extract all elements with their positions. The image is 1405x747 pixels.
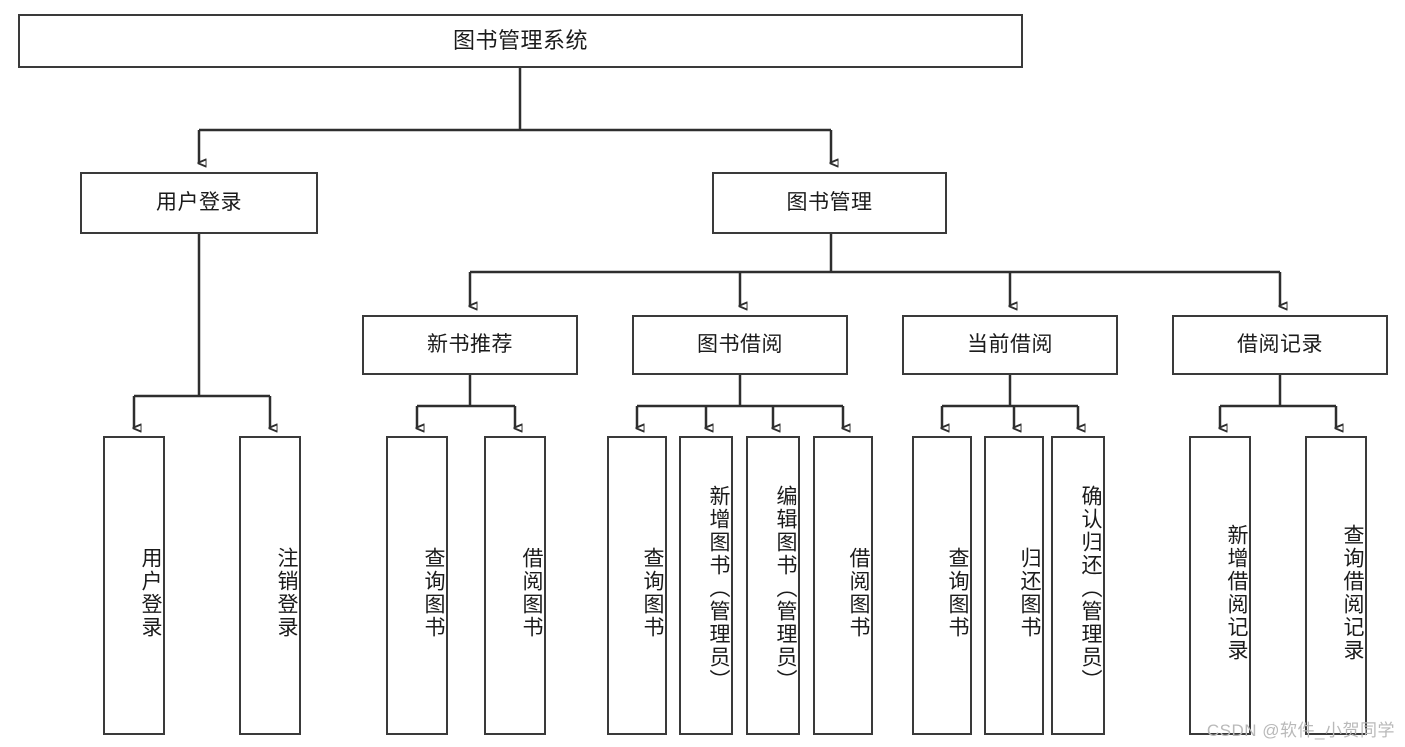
watermark: CSDN @软件_小贺同学 <box>1206 721 1395 740</box>
node-label: 借阅图书 <box>520 546 543 639</box>
node-label: 查询图书 <box>422 546 445 639</box>
node-leaf-query-book-cur[interactable]: 查询图书 <box>912 436 972 735</box>
node-current-borrow[interactable]: 当前借阅 <box>902 315 1118 375</box>
wire-borrowrecord-to-leaves <box>1220 375 1336 428</box>
node-label: 借阅记录 <box>1237 333 1323 357</box>
node-leaf-borrow-book-rec[interactable]: 借阅图书 <box>484 436 546 735</box>
node-leaf-add-book[interactable]: 新增图书（管理员） <box>679 436 733 735</box>
node-new-book-rec[interactable]: 新书推荐 <box>362 315 578 375</box>
node-label: 查询图书 <box>946 546 969 639</box>
node-label: 新增借阅记录 <box>1225 523 1248 662</box>
node-label: 编辑图书（管理员） <box>774 485 797 692</box>
node-label: 确认归还（管理员） <box>1079 485 1102 692</box>
wire-userlogin-to-leaves <box>134 234 270 428</box>
node-label: 当前借阅 <box>967 333 1053 357</box>
node-label: 查询借阅记录 <box>1341 523 1364 662</box>
node-book-borrow[interactable]: 图书借阅 <box>632 315 848 375</box>
node-label: 图书借阅 <box>697 333 783 357</box>
node-leaf-query-book-borrow[interactable]: 查询图书 <box>607 436 667 735</box>
node-leaf-query-record[interactable]: 查询借阅记录 <box>1305 436 1367 735</box>
node-leaf-borrow-book[interactable]: 借阅图书 <box>813 436 873 735</box>
node-label: 用户登录 <box>139 546 162 639</box>
wire-currentborrow-to-leaves <box>942 375 1078 428</box>
node-label: 图书管理 <box>786 191 873 215</box>
wire-newbookrec-to-leaves <box>417 375 515 428</box>
node-label: 用户登录 <box>156 191 242 215</box>
node-label: 新增图书（管理员） <box>707 485 730 692</box>
wire-root-to-level2 <box>199 68 831 163</box>
node-label: 注销登录 <box>275 546 298 639</box>
wire-bookborrow-to-leaves <box>637 375 843 428</box>
node-leaf-return-book[interactable]: 归还图书 <box>984 436 1044 735</box>
node-leaf-add-record[interactable]: 新增借阅记录 <box>1189 436 1251 735</box>
node-label: 查询图书 <box>641 546 664 639</box>
node-root-title[interactable]: 图书管理系统 <box>18 14 1023 68</box>
node-leaf-query-book-rec[interactable]: 查询图书 <box>386 436 448 735</box>
node-leaf-user-login[interactable]: 用户登录 <box>103 436 165 735</box>
node-user-login[interactable]: 用户登录 <box>80 172 318 234</box>
node-book-manage[interactable]: 图书管理 <box>712 172 947 234</box>
node-leaf-user-logout[interactable]: 注销登录 <box>239 436 301 735</box>
node-leaf-confirm-return[interactable]: 确认归还（管理员） <box>1051 436 1105 735</box>
node-label: 借阅图书 <box>847 546 870 639</box>
node-label: 图书管理系统 <box>452 27 588 53</box>
node-borrow-record[interactable]: 借阅记录 <box>1172 315 1388 375</box>
node-label: 新书推荐 <box>427 333 513 357</box>
node-leaf-edit-book[interactable]: 编辑图书（管理员） <box>746 436 800 735</box>
wire-bookmanage-to-level3 <box>470 234 1280 306</box>
node-label: 归还图书 <box>1018 546 1041 639</box>
